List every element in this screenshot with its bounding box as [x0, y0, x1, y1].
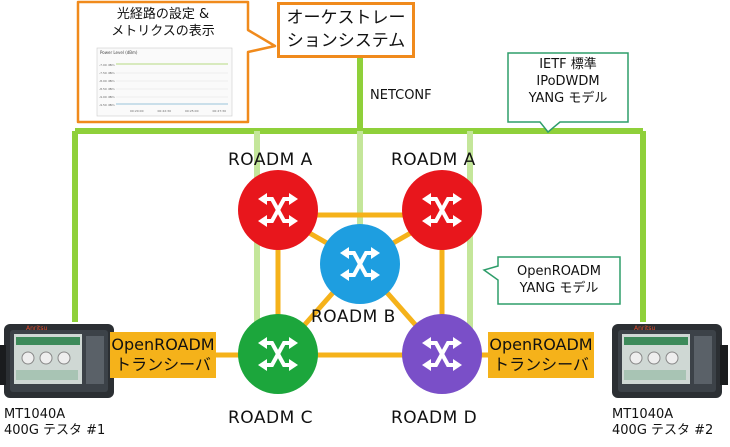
mini-chart-y-tick: -7.50 dBm [99, 71, 115, 75]
mini-chart-y-tick: -9.50 dBm [99, 103, 115, 107]
mini-chart-title: Power Level (dBm) [100, 50, 138, 55]
power-level-mini-chart [96, 47, 233, 117]
ietf-callout-text: IETF 標準 IPoDWDM YANG モデル [528, 57, 608, 106]
orchestration-system-label: オーケストレー ションシステム [286, 8, 406, 51]
openroadm-callout-text: OpenROADM YANG モデル [517, 264, 601, 296]
tester-2-name: MT1040A 400G テスタ #2 [612, 407, 714, 438]
mini-chart-x-tick: 00:20:00 [130, 109, 144, 113]
mini-chart-y-tick: -8.00 dBm [99, 79, 115, 83]
roadm-d-label: ROADM D [391, 408, 478, 428]
transceiver-left: OpenROADM トランシーバ [110, 332, 216, 378]
mini-chart-y-tick: -7.00 dBm [99, 63, 115, 67]
mini-chart-x-tick: 00:27:30 [212, 109, 226, 113]
roadm-a-left-label: ROADM A [228, 150, 313, 170]
tester-2-brand: Anritsu [634, 325, 656, 332]
mini-chart-x-tick: 00:22:30 [157, 109, 171, 113]
config-callout-text: 光経路の設定 & メトリクスの表示 [111, 7, 215, 39]
mini-chart-y-tick: -8.50 dBm [99, 87, 115, 91]
ietf-callout-shape [507, 52, 629, 134]
tester-1-name: MT1040A 400G テスタ #1 [4, 407, 106, 438]
roadm-c-label: ROADM C [228, 408, 314, 428]
roadm-c-node [238, 314, 318, 394]
roadm-d-node [402, 314, 482, 394]
tester-1-device [0, 324, 114, 398]
mini-chart-y-tick: -9.00 dBm [99, 95, 115, 99]
roadm-a-left-node [238, 170, 318, 250]
mini-chart-y-ticks: -7.00 dBm -7.50 dBm -8.00 dBm -8.50 dBm … [99, 61, 115, 109]
mini-chart-x-ticks: 00:20:00 00:22:30 00:25:00 00:27:30 [130, 109, 226, 113]
tester-2-device [612, 324, 728, 398]
openroadm-callout-shape [482, 256, 621, 305]
tester-1-brand: Anritsu [26, 325, 48, 332]
transceiver-right: OpenROADM トランシーバ [488, 332, 594, 378]
roadm-a-right-label: ROADM A [391, 150, 476, 170]
orchestration-system-box: オーケストレー ションシステム [277, 2, 415, 58]
roadm-b-label: ROADM B [311, 307, 396, 327]
roadm-b-node [320, 224, 400, 304]
netconf-label: NETCONF [370, 88, 432, 103]
roadm-a-right-node [402, 170, 482, 250]
mini-chart-x-tick: 00:25:00 [185, 109, 199, 113]
